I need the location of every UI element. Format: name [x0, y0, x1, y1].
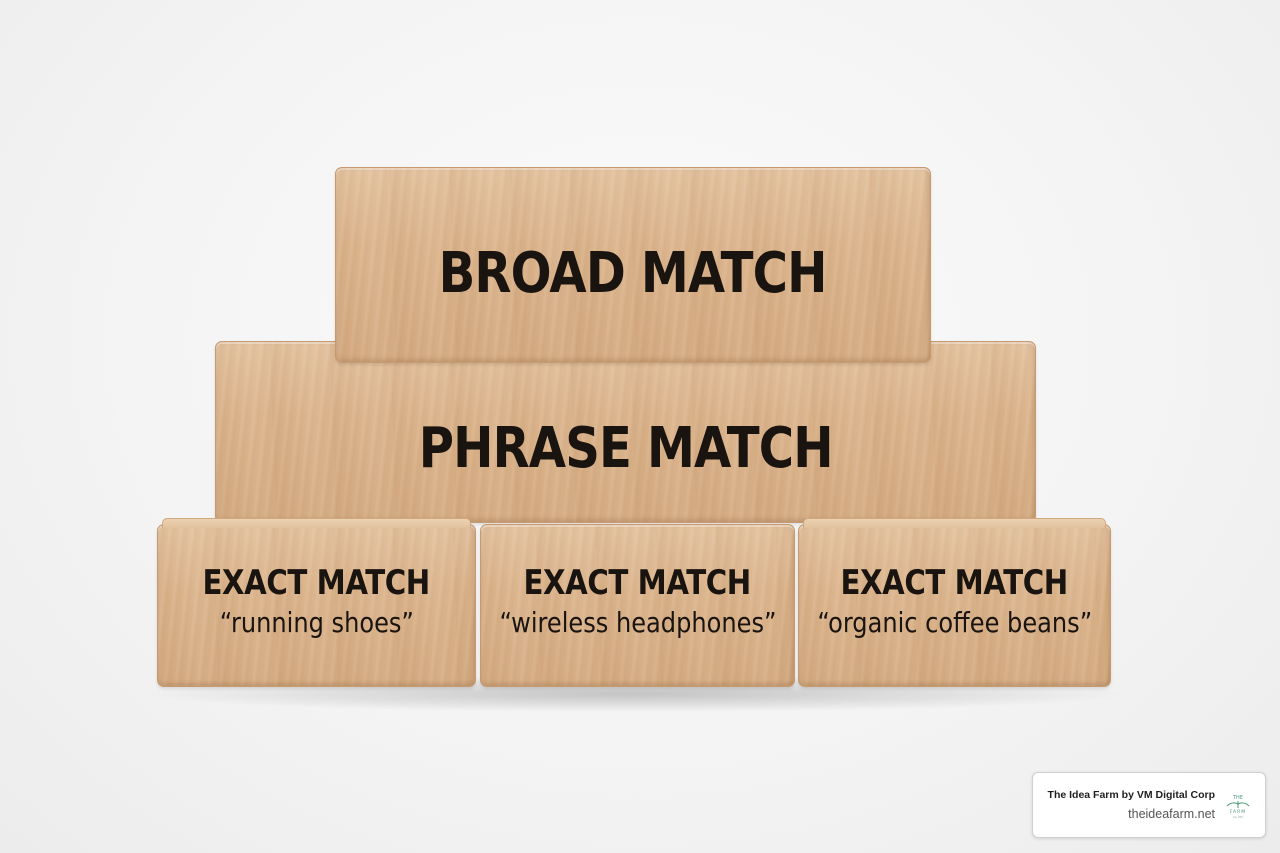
- block-top-face: [803, 518, 1106, 528]
- watermark-name: The Idea Farm by VM Digital Corp: [1047, 789, 1215, 801]
- exact-match-label: EXACT MATCH: [523, 562, 752, 603]
- broad-match-block: BROAD MATCH: [335, 167, 931, 363]
- svg-text:by VM: by VM: [1233, 815, 1243, 819]
- exact-match-block: EXACT MATCH “wireless headphones”: [480, 524, 795, 687]
- exact-match-keyword: “wireless headphones”: [499, 605, 776, 639]
- exact-match-label: EXACT MATCH: [840, 562, 1069, 603]
- block-top-face: [162, 518, 471, 528]
- block-shadow: [150, 676, 1120, 712]
- farm-logo-icon: THE FARM by VM: [1226, 795, 1250, 819]
- exact-match-block: EXACT MATCH “organic coffee beans”: [798, 518, 1111, 687]
- exact-match-keyword: “running shoes”: [219, 605, 414, 639]
- broad-match-label: BROAD MATCH: [439, 241, 828, 306]
- watermark-text: The Idea Farm by VM Digital Corp theidea…: [1043, 789, 1215, 821]
- svg-text:FARM: FARM: [1230, 809, 1246, 815]
- watermark-badge[interactable]: The Idea Farm by VM Digital Corp theidea…: [1032, 772, 1266, 838]
- watermark-url[interactable]: theideafarm.net: [1128, 807, 1215, 821]
- svg-text:THE: THE: [1232, 795, 1243, 801]
- phrase-match-label: PHRASE MATCH: [418, 416, 834, 481]
- exact-match-block: EXACT MATCH “running shoes”: [157, 518, 476, 687]
- exact-match-label: EXACT MATCH: [202, 562, 431, 603]
- phrase-match-block: PHRASE MATCH: [215, 341, 1036, 523]
- exact-match-keyword: “organic coffee beans”: [817, 605, 1092, 639]
